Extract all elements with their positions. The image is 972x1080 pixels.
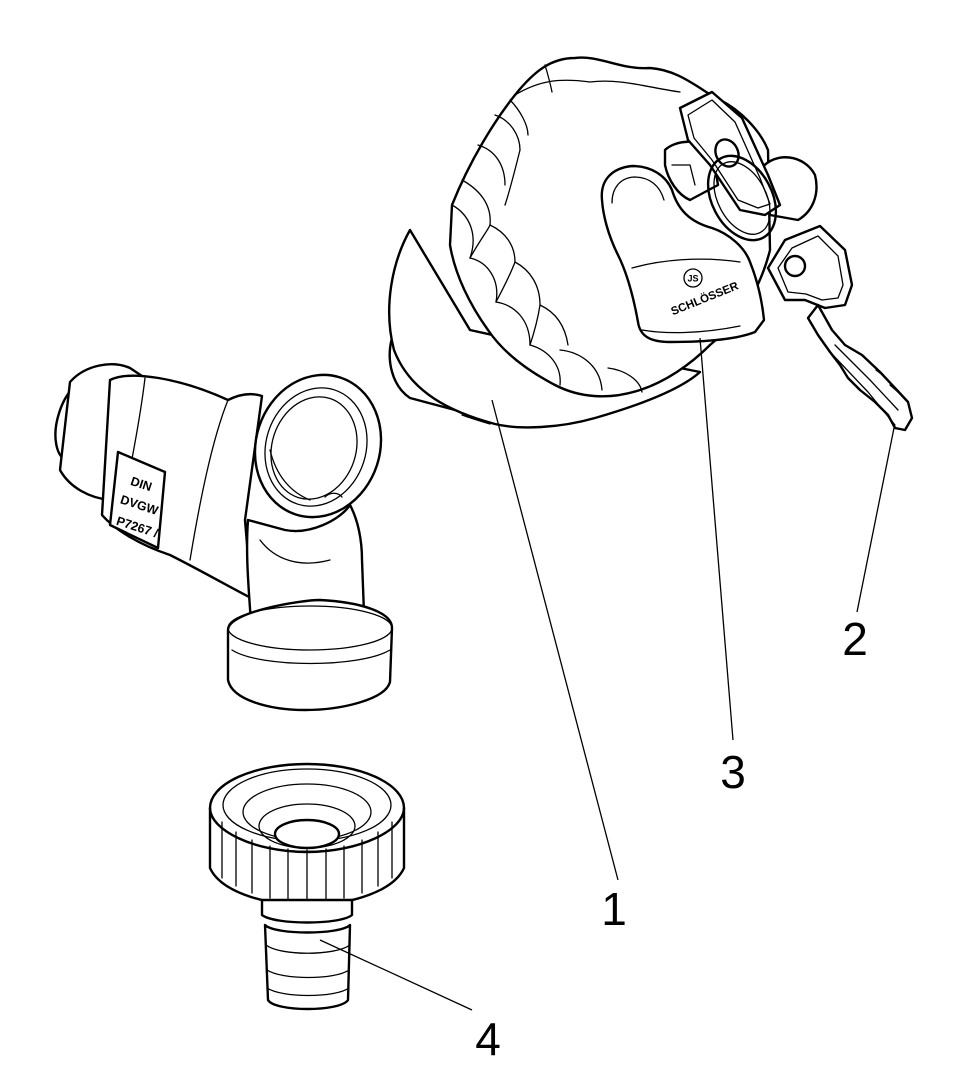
callout-2: 2 [842, 613, 868, 665]
lockable-cap: JS SCHLÖSSER [388, 56, 818, 429]
callout-1: 1 [601, 883, 627, 935]
lock-logo: JS [687, 274, 698, 284]
leader-line-2 [856, 427, 895, 613]
leader-lines [319, 337, 895, 1011]
key-set [678, 90, 914, 432]
callout-labels: 1 2 3 4 [475, 613, 868, 1065]
valve-body: DIN DVGW P7267 / [54, 363, 394, 712]
hose-connector [208, 762, 406, 1011]
leader-line-1 [491, 399, 619, 881]
callout-3: 3 [720, 746, 746, 798]
leader-line-3 [699, 337, 734, 741]
leader-line-4 [319, 939, 473, 1011]
valve-marking-din: DIN [129, 474, 154, 494]
callout-4: 4 [475, 1013, 501, 1065]
